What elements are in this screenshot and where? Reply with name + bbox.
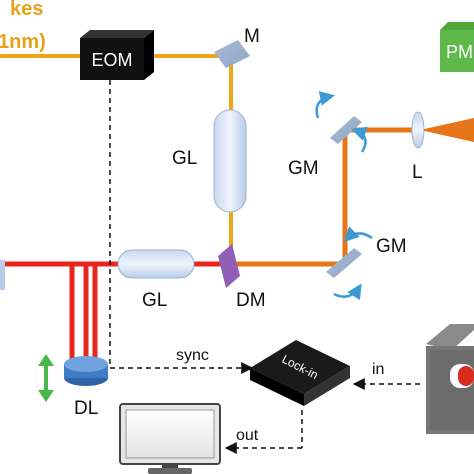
gm-top-label: GM [288,158,319,179]
glass-lens-vertical [213,109,247,213]
eom-label: EOM [91,50,132,70]
monitor-icon [119,403,221,474]
galvo-mirror-bottom [326,248,362,278]
dl-translation-arrow [38,354,54,402]
out-label: out [236,427,259,444]
left-edge-optic [0,260,5,290]
pm-box: PM [440,22,474,72]
gm-bottom-label: GM [376,236,407,257]
dm-label: DM [236,290,266,311]
lockin-box: Lock-in [250,340,350,406]
sync-label: sync [176,347,209,364]
stokes-label-line1: kes [10,0,43,20]
dichroic-mirror [218,244,240,288]
mirror-m-label: M [244,26,260,47]
mirror-m [214,40,250,68]
gm-bottom-rotation-arrow-top [343,226,373,243]
lens-l-label: L [412,162,423,183]
pump-beam [0,261,228,366]
gm-top-rotation-arrow-left [315,91,335,119]
eom-box: EOM [80,30,154,80]
dl-label: DL [74,398,98,419]
lens-l [411,111,425,149]
gm-bottom-rotation-arrow [333,283,362,301]
glass-lens-horizontal [117,249,195,279]
stokes-label-line2: 1nm) [0,31,46,53]
gl-horizontal-label: GL [142,290,167,311]
photodetector-box [426,324,474,434]
galvo-mirror-top [330,116,362,144]
gl-vertical-label: GL [172,148,197,169]
delay-line [64,356,108,386]
combined-beam [229,118,474,267]
gm-top-rotation-arrow-right [351,126,368,153]
in-label: in [372,361,384,378]
pm-label: PM [446,42,473,62]
